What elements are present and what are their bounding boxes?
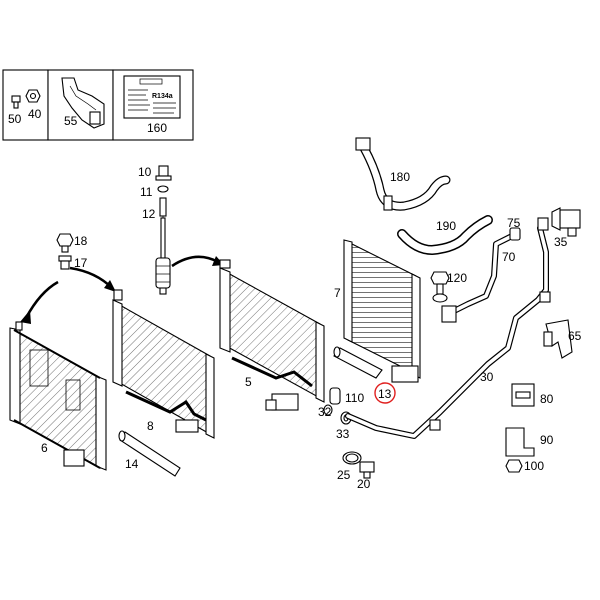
label-30: 30	[480, 370, 494, 384]
label-90: 90	[540, 433, 554, 447]
pressure-switch-part-20	[359, 461, 375, 479]
refrigerant-label-card-160: R134a	[123, 75, 181, 119]
bolt-part-50	[11, 95, 21, 109]
label-17: 17	[74, 256, 88, 270]
label-70: 70	[502, 250, 516, 264]
inset-boxes: R134a	[2, 69, 194, 141]
valve-part-17	[58, 255, 72, 270]
label-110: 110	[345, 391, 364, 405]
clip-part-55	[61, 77, 105, 129]
label-11: 11	[140, 185, 153, 199]
label-card-title: R134a	[152, 93, 173, 100]
seal-part-75	[509, 227, 521, 241]
part-number-labels: 50 40 55 160 10 11 12 18 17 180 190 75 3…	[8, 107, 582, 491]
seal-ring-part-25	[342, 451, 362, 465]
label-18: 18	[74, 234, 88, 248]
dryer-tube-part-13	[333, 346, 383, 379]
pressure-sensor-part-35	[551, 207, 581, 237]
highlight-circle-13	[374, 382, 396, 404]
label-20: 20	[357, 477, 371, 491]
condenser-part-7	[343, 239, 421, 383]
o-ring-part-32	[323, 404, 333, 416]
bolt-part-120	[430, 271, 450, 303]
seal-part-110	[329, 387, 341, 405]
label-12: 12	[142, 207, 156, 221]
label-6: 6	[41, 441, 48, 455]
label-65: 65	[568, 329, 582, 343]
assembly-arrows	[20, 255, 224, 324]
label-180: 180	[390, 170, 410, 184]
refrigerant-line-part-30	[345, 217, 551, 439]
label-190: 190	[436, 219, 456, 233]
condenser-part-8	[112, 289, 215, 439]
refrigerant-line-part-70	[441, 233, 515, 323]
label-33: 33	[336, 427, 350, 441]
label-10: 10	[138, 165, 152, 179]
label-55: 55	[64, 114, 78, 128]
nut-part-100	[505, 459, 523, 473]
label-80: 80	[540, 392, 554, 406]
label-8: 8	[147, 419, 154, 433]
label-25: 25	[337, 468, 351, 482]
hose-part-180	[355, 137, 451, 211]
label-7: 7	[334, 286, 341, 300]
label-100: 100	[524, 459, 544, 473]
radiator-part-6	[9, 321, 107, 471]
condenser-part-5	[219, 259, 325, 411]
label-50: 50	[8, 112, 22, 126]
label-35: 35	[554, 235, 568, 249]
bracket-part-65	[543, 319, 573, 359]
hose-part-190	[397, 215, 493, 256]
label-14: 14	[125, 457, 139, 471]
label-75: 75	[507, 216, 521, 230]
fitting-part-18	[56, 233, 74, 253]
clamp-part-80	[511, 383, 535, 407]
nut-part-40	[25, 89, 41, 103]
dryer-cartridge-stack	[155, 165, 172, 295]
label-160: 160	[147, 121, 167, 135]
label-32: 32	[318, 405, 332, 419]
dryer-tube-part-14	[118, 430, 181, 477]
label-13: 13	[378, 387, 392, 401]
bracket-part-90	[505, 427, 535, 457]
label-120: 120	[447, 271, 467, 285]
label-40: 40	[28, 107, 42, 121]
label-5: 5	[245, 375, 252, 389]
